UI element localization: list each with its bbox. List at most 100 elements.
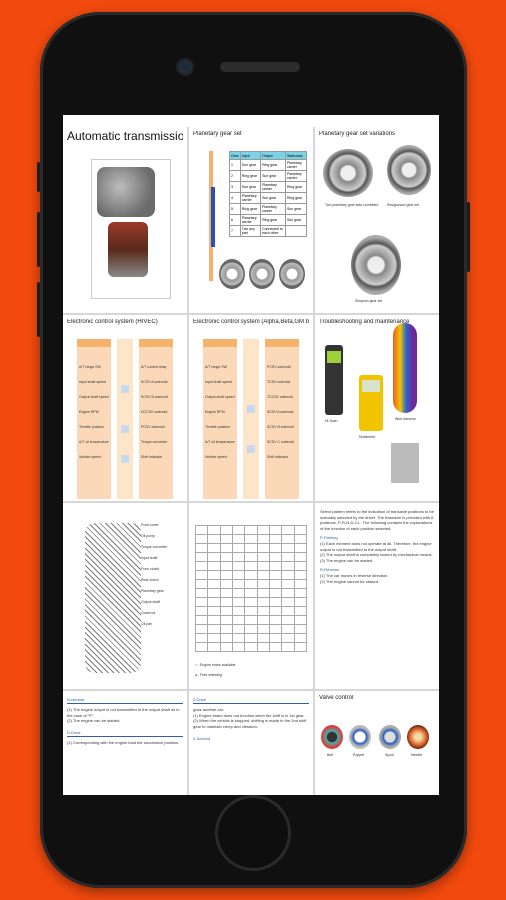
- thumbnail-clutch-table[interactable]: ○ : Engine brake available ● : Free whee…: [189, 503, 313, 689]
- engine-image: [391, 443, 419, 483]
- thumbnail-transmission-diagram[interactable]: Front cover Oil pump Torque converter In…: [63, 503, 187, 689]
- input-label: Vehicle speed: [205, 455, 227, 459]
- gear-image: [351, 235, 401, 295]
- home-button[interactable]: [218, 798, 288, 868]
- output-label: Torque converter: [141, 440, 168, 444]
- tcm-block: [121, 385, 129, 393]
- scan-tool-image: [325, 345, 343, 415]
- thumbnail-grid: Automatic transmission Planetary gear se…: [63, 127, 439, 795]
- caption: Poppet: [353, 753, 365, 757]
- output-label: Shift indicator: [267, 455, 289, 459]
- tcm-block: [121, 455, 129, 463]
- phone-frame: Automatic transmission Planetary gear se…: [37, 12, 470, 888]
- thumbnail-automatic-transmission[interactable]: Automatic transmission: [63, 127, 187, 313]
- tcm-block: [121, 425, 129, 433]
- diagram-callouts: Front cover Oil pump Torque converter In…: [141, 523, 168, 626]
- input-header: [203, 339, 237, 347]
- table-legend: ● : Free wheeling: [195, 673, 223, 677]
- slide-text: Select pattern refers to the indication …: [320, 509, 434, 584]
- transmission-photo: [97, 167, 155, 217]
- transmission-cutaway-photo: [108, 222, 148, 277]
- thumbnail-electronic-control-hivec[interactable]: Electronic control system (HIVEC) A/T ra…: [63, 315, 187, 501]
- volume-up-button: [37, 212, 40, 267]
- output-column: [139, 339, 173, 499]
- output-column: [265, 339, 299, 499]
- input-label: A/T range SW: [205, 365, 227, 369]
- caption: Spool: [385, 753, 394, 757]
- tcm-block: [247, 445, 255, 453]
- slide-text: N-Neutral (1) The engine output is not t…: [67, 697, 183, 746]
- gear-images: [219, 259, 309, 299]
- poppet-valve-image: [349, 725, 371, 749]
- input-label: A/T range SW: [79, 365, 101, 369]
- input-column: [77, 339, 111, 499]
- ball-valve-image: [321, 725, 343, 749]
- caption: Multimeter: [359, 435, 376, 439]
- input-label: Vehicle speed: [79, 455, 101, 459]
- caption: Two planetary gear sets combined: [325, 203, 379, 207]
- output-label: SCSV C solenoid: [267, 440, 295, 444]
- caption: Needle: [411, 753, 423, 757]
- gear-image: [387, 145, 431, 195]
- slide-title: Automatic transmission: [67, 129, 183, 143]
- slide-title: Planetary gear set variations: [319, 131, 396, 137]
- slide-title: Planetary gear set: [193, 131, 242, 137]
- thumbnail-planetary-gear-variations[interactable]: Planetary gear set variations Two planet…: [315, 127, 439, 313]
- slide-title: Electronic control system (HIVEC): [67, 319, 158, 325]
- input-label: A/T oil temperature: [79, 440, 109, 444]
- cutaway-diagram: [85, 523, 141, 673]
- output-label: DCCSV solenoid: [141, 410, 168, 414]
- shaft-diagram-inner: [211, 187, 215, 247]
- output-label: SCSV B solenoid: [141, 395, 168, 399]
- caption: Ravigneaux gear set: [387, 203, 420, 207]
- input-label: Input shaft speed: [205, 380, 232, 384]
- front-camera: [178, 60, 192, 74]
- wire-harness-image: [393, 323, 417, 413]
- output-label: TCSV solenoid: [267, 380, 291, 384]
- output-label: SCSV B solenoid: [267, 425, 294, 429]
- power-button: [467, 202, 470, 272]
- mute-switch: [37, 162, 40, 192]
- output-label: SCSV A solenoid: [141, 380, 168, 384]
- input-label: Output shaft speed: [205, 395, 235, 399]
- caption: Hi-Scan: [325, 419, 338, 423]
- spool-valve-image: [379, 725, 401, 749]
- slide-title: Electronic control system (Alpha,Beta,GM…: [193, 319, 309, 325]
- control-column: [117, 339, 133, 499]
- input-label: Input shaft speed: [79, 380, 106, 384]
- needle-valve-image: [407, 725, 429, 749]
- caption: Ball: [327, 753, 333, 757]
- input-label: Engine RPM: [205, 410, 225, 414]
- caption: Simpson gear set: [355, 299, 383, 303]
- input-header: [77, 339, 111, 347]
- table-legend: ○ : Engine brake available: [195, 663, 236, 667]
- control-column: [243, 339, 259, 499]
- input-label: Engine RPM: [79, 410, 99, 414]
- slide-title: Troubleshooting and maintenance: [319, 319, 410, 325]
- tcm-block: [247, 405, 255, 413]
- slide-title: Valve control: [319, 695, 354, 701]
- app-screen: Automatic transmission Planetary gear se…: [63, 115, 439, 795]
- thumbnail-troubleshooting[interactable]: Troubleshooting and maintenance Hi-Scan …: [315, 315, 439, 501]
- thumbnail-neutral-drive-text[interactable]: N-Neutral (1) The engine output is not t…: [63, 691, 187, 795]
- thumbnail-electronic-control-alpha-beta[interactable]: Electronic control system (Alpha,Beta,GM…: [189, 315, 313, 501]
- photo-frame: [91, 159, 171, 299]
- thumbnail-valve-control[interactable]: Valve control Ball Poppet Spool Needle: [315, 691, 439, 795]
- output-label: TCCSV solenoid: [267, 395, 293, 399]
- gear-image: [323, 149, 373, 197]
- input-label: A/T oil temperature: [205, 440, 235, 444]
- thumbnail-select-pattern-text[interactable]: Select pattern refers to the indication …: [315, 503, 439, 689]
- input-label: Throttle position: [205, 425, 230, 429]
- earpiece-speaker: [220, 62, 300, 72]
- output-header: [265, 339, 299, 347]
- volume-down-button: [37, 282, 40, 337]
- output-label: SCSV A solenoid: [267, 410, 294, 414]
- caption: Wire harness: [395, 417, 416, 421]
- multimeter-image: [359, 375, 383, 431]
- output-label: PCSV solenoid: [141, 425, 165, 429]
- clutch-application-table: [194, 525, 308, 652]
- output-label: A/T control relay: [141, 365, 167, 369]
- thumbnail-second-drive-text[interactable]: 2-Drive goes another car. (1) Engine bra…: [189, 691, 313, 795]
